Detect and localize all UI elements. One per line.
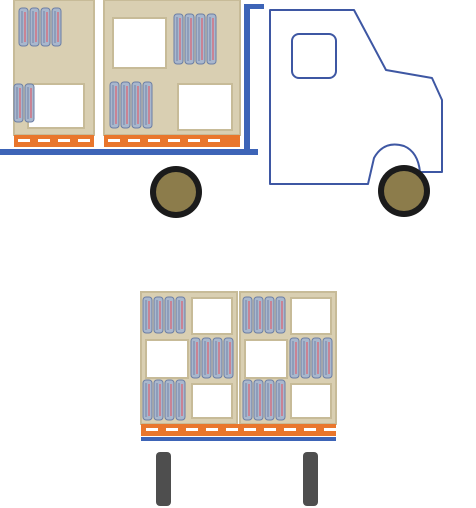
support-leg-icon [156,452,171,506]
beverage-can-icon [174,14,183,64]
beverage-can-icon [323,338,332,378]
pallet-slat [146,428,158,431]
beverage-can-icon [202,338,211,378]
trailer-rail [0,149,258,155]
pallet-stack-left [141,292,237,424]
cargo-block-left [14,0,94,135]
pallet-slat [128,139,140,142]
beverage-can-icon [132,82,141,128]
pallet-stack-right [240,292,336,424]
beverage-can-icon [143,82,152,128]
pallet-slat [244,428,256,431]
beverage-can-icon [224,338,233,378]
unit-rail [141,437,336,441]
cargo-box [192,298,232,334]
beverage-can-icon [52,8,61,46]
pallet-slat [304,428,316,431]
beverage-can-icon [176,380,185,420]
beverage-can-icon [254,380,263,420]
beverage-can-icon [196,14,205,64]
beverage-can-icon [185,14,194,64]
beverage-can-icon [110,82,119,128]
pallet-slat [186,428,198,431]
wheel-icon [378,165,430,217]
trailer-roof-edge [244,4,264,9]
cargo-block-right [104,0,240,135]
trailer-front-wall [244,4,250,155]
pallet-slat [58,139,70,142]
beverage-can-icon [243,380,252,420]
beverage-can-icon [143,297,152,333]
beverage-can-icon [254,297,263,333]
beverage-can-icon [154,380,163,420]
pallet-slat [206,428,218,431]
beverage-can-icon [165,380,174,420]
beverage-can-icon [207,14,216,64]
trailer-pallets [14,135,240,147]
pallet-slat [208,139,220,142]
pallet-slat [168,139,180,142]
cargo-box [28,84,84,128]
wheel-icon [150,166,202,218]
beverage-can-icon [41,8,50,46]
beverage-can-icon [176,297,185,333]
pallet-slat [284,428,296,431]
truck-illustration [0,0,442,218]
beverage-can-icon [290,338,299,378]
cargo-box [146,340,188,378]
pallet-slat [166,428,178,431]
beverage-can-icon [213,338,222,378]
beverage-can-icon [14,84,23,122]
pallet-slat [148,139,160,142]
beverage-can-icon [165,297,174,333]
beverage-can-icon [265,297,274,333]
beverage-can-icon [191,338,200,378]
pallet-slat [78,139,90,142]
cargo-box [113,18,166,68]
pallet-slats [18,139,220,142]
beverage-can-icon [265,380,274,420]
beverage-can-icon [301,338,310,378]
pallet-slat [226,428,238,431]
cab-window [292,34,336,78]
cargo-box [192,384,232,418]
cargo-box [291,384,331,418]
beverage-can-icon [30,8,39,46]
beverage-can-icon [276,297,285,333]
beverage-can-icon [243,297,252,333]
pallet-slat [324,428,336,431]
beverage-can-icon [276,380,285,420]
beverage-can-icon [154,297,163,333]
pallet-slat [18,139,30,142]
beverage-can-icon [312,338,321,378]
beverage-can-icon [143,380,152,420]
pallet-slat [108,139,120,142]
beverage-can-icon [19,8,28,46]
pallet-unit-illustration [141,292,336,506]
cargo-box [178,84,232,130]
cargo-box [291,298,331,334]
pallet-slat [264,428,276,431]
cargo-box [245,340,287,378]
beverage-can-icon [121,82,130,128]
support-leg-icon [303,452,318,506]
beverage-can-icon [25,84,34,122]
pallet-slat [188,139,200,142]
pallet-slat [38,139,50,142]
